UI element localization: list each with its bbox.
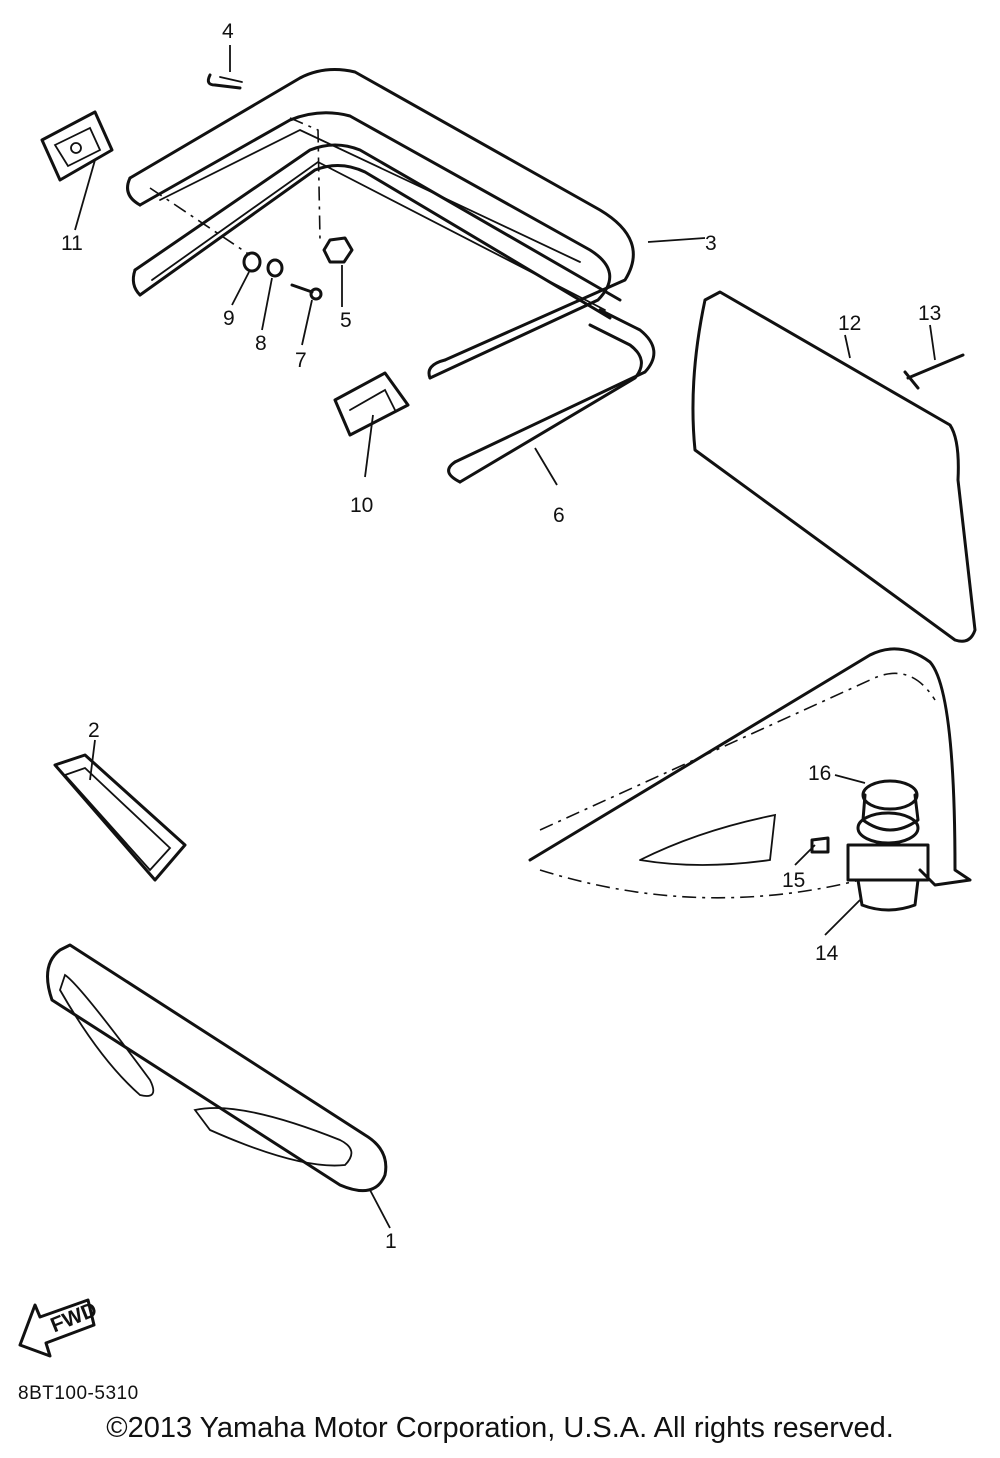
part-5-nut — [322, 236, 354, 264]
part-9-washer — [242, 251, 262, 273]
callout-4: 4 — [222, 20, 234, 43]
part-13-rivet — [903, 353, 965, 390]
hull-section — [528, 647, 972, 899]
assembly-line-nut — [289, 117, 321, 241]
callout-10: 10 — [350, 494, 373, 517]
part-12-liner-panel — [691, 290, 977, 643]
part-4-screw — [206, 73, 243, 90]
callout-16: 16 — [808, 762, 831, 785]
fwd-arrow: FWD — [18, 1298, 100, 1358]
callout-15: 15 — [782, 869, 805, 892]
drawing-code: 8BT100-5310 — [18, 1383, 139, 1404]
part-10-pad — [333, 371, 410, 437]
callout-5: 5 — [340, 309, 352, 332]
callout-1: 1 — [385, 1230, 397, 1253]
copyright-notice: ©2013 Yamaha Motor Corporation, U.S.A. A… — [106, 1412, 894, 1444]
callout-9: 9 — [223, 307, 235, 330]
part-7-bolt — [290, 283, 323, 301]
part-1-step-pad — [46, 943, 388, 1193]
callout-13: 13 — [918, 302, 941, 325]
callout-6: 6 — [553, 504, 565, 527]
callout-3: 3 — [705, 232, 717, 255]
callout-14: 14 — [815, 942, 839, 965]
part-8-washer — [266, 258, 284, 278]
part-14-drain-fitting — [846, 811, 930, 912]
leader-lines — [74, 45, 936, 1229]
part-11-end-cap — [40, 110, 114, 182]
assembly-line-washers — [149, 187, 251, 256]
callout-12: 12 — [838, 312, 861, 335]
part-16-grommet — [861, 779, 920, 832]
callout-11: 11 — [61, 232, 83, 255]
part-2-vent — [53, 753, 187, 882]
callout-2: 2 — [88, 719, 100, 742]
callout-7: 7 — [295, 349, 307, 372]
callout-8: 8 — [255, 332, 267, 355]
part-6-rubber-strip — [447, 308, 656, 484]
